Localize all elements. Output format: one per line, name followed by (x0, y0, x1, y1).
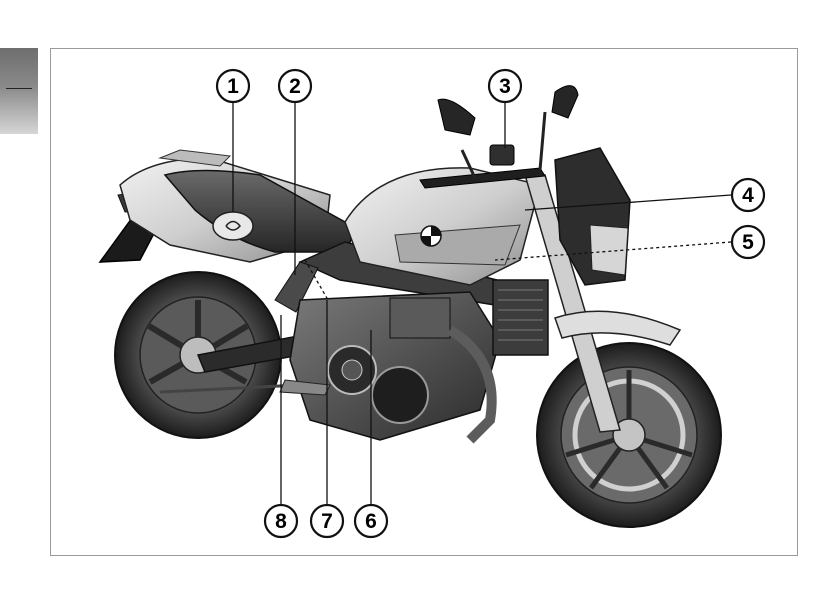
svg-text:1: 1 (227, 75, 239, 98)
cylinder-head (390, 298, 450, 338)
svg-text:6: 6 (365, 510, 377, 533)
callout-5: 5 (732, 226, 764, 258)
callout-6: 6 (355, 505, 387, 537)
engine (290, 292, 500, 440)
callout-7: 7 (311, 505, 343, 537)
svg-text:8: 8 (275, 510, 287, 533)
svg-text:7: 7 (321, 510, 333, 533)
callout-8: 8 (265, 505, 297, 537)
radiator (493, 280, 548, 355)
front-wheel (537, 343, 721, 527)
callout-4: 4 (732, 179, 764, 211)
left-mirror (438, 99, 475, 135)
callout-1: 1 (217, 70, 249, 102)
svg-text:4: 4 (742, 184, 754, 207)
alternator-cover (372, 367, 428, 423)
svg-text:3: 3 (499, 75, 511, 98)
callout-3: 3 (489, 70, 521, 102)
callout-2: 2 (279, 70, 311, 102)
svg-text:5: 5 (742, 231, 754, 254)
right-mirror-stem (540, 112, 545, 170)
right-mirror (552, 86, 578, 118)
svg-text:2: 2 (289, 75, 301, 98)
brake-fluid-reservoir (490, 145, 514, 165)
fuel-filler-cap (213, 212, 253, 240)
